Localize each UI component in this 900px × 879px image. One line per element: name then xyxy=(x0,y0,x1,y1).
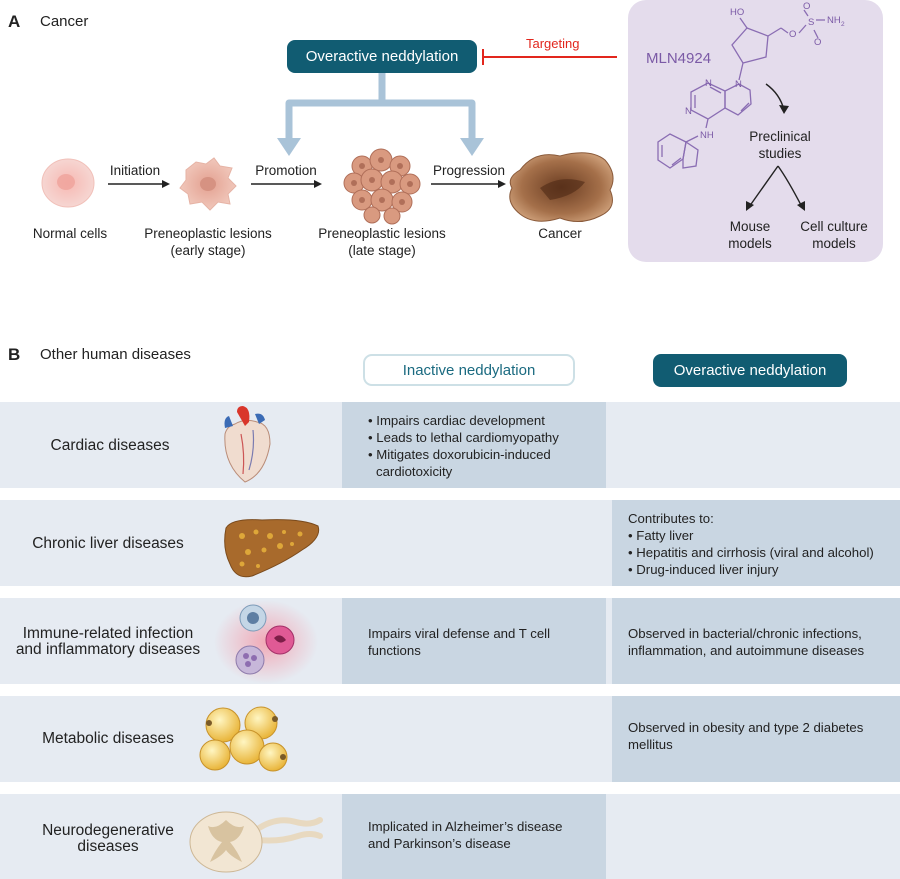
neuro-inactive-cell: Implicated in Alzheimer’s disease and Pa… xyxy=(342,794,606,879)
immune-overactive-cell: Observed in bacterial/chronic infections… xyxy=(612,598,900,684)
panel-a-title: Cancer xyxy=(40,13,89,30)
early-lesion-image xyxy=(179,157,237,211)
stage-early-label: Preneoplastic lesions (early stage) xyxy=(144,226,272,258)
overactive-neddylation-header: Overactive neddylation xyxy=(653,354,847,387)
normal-cell-image xyxy=(41,158,95,208)
atom-nh2: NH xyxy=(827,15,841,26)
mln4924-panel xyxy=(628,0,883,262)
immune-inactive-cell: Impairs viral defense and T cell functio… xyxy=(342,598,606,684)
atom-o2: O xyxy=(803,1,810,12)
disease-metabolic: Metabolic diseases xyxy=(42,730,174,747)
cancer-progression-illustrations xyxy=(41,148,614,225)
mln4924-structure: HO O O O S NH 2 N N N NH xyxy=(657,1,845,211)
atom-ho: HO xyxy=(730,7,744,18)
overactive-neddylation-box: Overactive neddylation xyxy=(287,40,477,73)
liver-overactive-cell: Contributes to: • Fatty liver • Hepatiti… xyxy=(612,500,900,586)
cell-culture-models-label: Cell culture models xyxy=(800,219,868,251)
inactive-neddylation-header: Inactive neddylation xyxy=(363,354,575,386)
disease-liver: Chronic liver diseases xyxy=(32,535,184,552)
atom-n2: N xyxy=(705,78,712,89)
atom-n1: N xyxy=(735,79,742,90)
atom-o3: O xyxy=(814,37,821,48)
drug-name: MLN4924 xyxy=(646,50,712,67)
promotion-connector xyxy=(277,49,617,156)
atom-n3: N xyxy=(685,106,692,117)
mouse-models-label: Mouse models xyxy=(728,219,772,251)
stage-late-label: Preneoplastic lesions (late stage) xyxy=(318,226,446,258)
spinal-cord-icon xyxy=(189,811,323,873)
disease-neuro: Neurodegenerative diseases xyxy=(42,822,174,855)
liver-icon xyxy=(224,519,320,578)
cardiac-inactive-cell: • Impairs cardiac development • Leads to… xyxy=(342,402,606,488)
disease-cardiac: Cardiac diseases xyxy=(50,437,170,454)
disease-immune: Immune-related infection and inflammator… xyxy=(15,625,201,658)
atom-s: S xyxy=(808,17,814,28)
stage-normal-label: Normal cells xyxy=(32,226,108,241)
metabolic-overactive-cell: Observed in obesity and type 2 diabetes … xyxy=(612,696,900,782)
promotion-label: Promotion xyxy=(255,163,317,178)
preclinical-studies-label: Preclinical studies xyxy=(749,129,811,161)
panel-b-title: Other human diseases xyxy=(40,346,191,363)
atom-o1: O xyxy=(789,29,796,40)
adipocytes-icon xyxy=(199,706,288,772)
heart-icon xyxy=(224,406,271,483)
atom-nh2-sub: 2 xyxy=(841,21,845,28)
cancer-mass-image xyxy=(509,152,614,222)
panel-b-letter: B xyxy=(8,345,21,364)
atom-nh: NH xyxy=(700,130,714,141)
initiation-label: Initiation xyxy=(109,163,161,178)
targeting-label: Targeting xyxy=(526,36,580,51)
stage-cancer-label: Cancer xyxy=(538,226,582,241)
panel-a-letter: A xyxy=(8,12,21,31)
progression-label: Progression xyxy=(432,163,506,178)
immune-cells-icon xyxy=(214,600,318,684)
